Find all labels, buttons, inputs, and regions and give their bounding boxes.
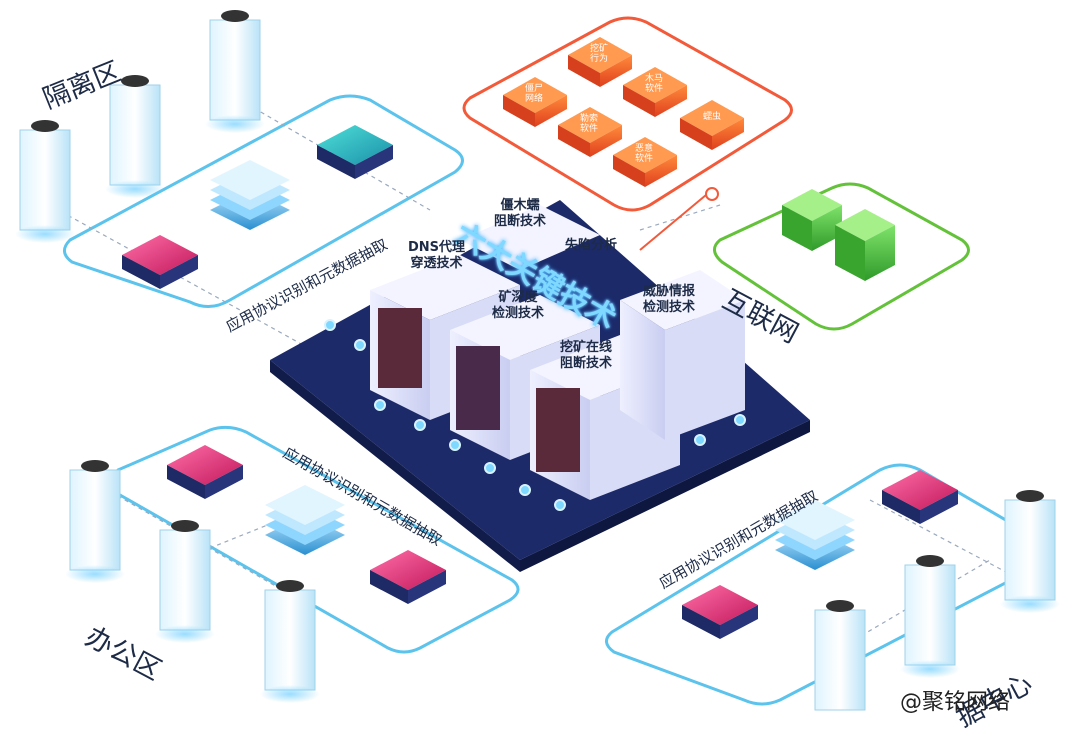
threat-link-node xyxy=(705,187,719,201)
tech-mining-online: 挖矿在线 阻断技术 xyxy=(560,340,613,371)
internet-blocks xyxy=(782,189,895,281)
tech-deep-mining: 矿深度 检测技术 xyxy=(492,290,545,321)
threat-label-4: 勒索 软件 xyxy=(580,114,599,134)
diagram-canvas xyxy=(15,10,1060,711)
device-boxes xyxy=(122,125,958,639)
server-towers xyxy=(15,10,1060,711)
server-units xyxy=(370,205,745,500)
tech-threat-intel: 威胁情报 检测技术 xyxy=(643,284,696,315)
tech-dns-tunnel: DNS代理 穿透技术 xyxy=(408,240,466,271)
threat-label-1: 挖矿 行为 xyxy=(590,44,609,64)
tech-host-analysis: 失陷分析 xyxy=(565,238,618,253)
internet-zone-border xyxy=(713,182,970,331)
threat-boxes xyxy=(503,37,744,187)
threat-label-5: 蠕虫 xyxy=(703,112,722,122)
chip-stacks xyxy=(210,160,855,570)
isolation-zone-border xyxy=(63,94,464,308)
tech-trojan-block: 僵木蠕 阻断技术 xyxy=(494,198,547,229)
threat-label-2: 僵尸 网络 xyxy=(525,84,544,104)
threat-label-6: 恶意 软件 xyxy=(635,144,654,164)
threat-link xyxy=(639,189,713,251)
threat-zone-border xyxy=(462,16,793,212)
watermark: @聚铭网络 xyxy=(900,690,1011,715)
network-diagram: 隔离区 办公区 据中心 互联网 应用协议识别和元数据抽取 应用协议识别和元数据抽… xyxy=(15,10,1060,734)
threat-label-3: 木马 软件 xyxy=(645,74,664,94)
